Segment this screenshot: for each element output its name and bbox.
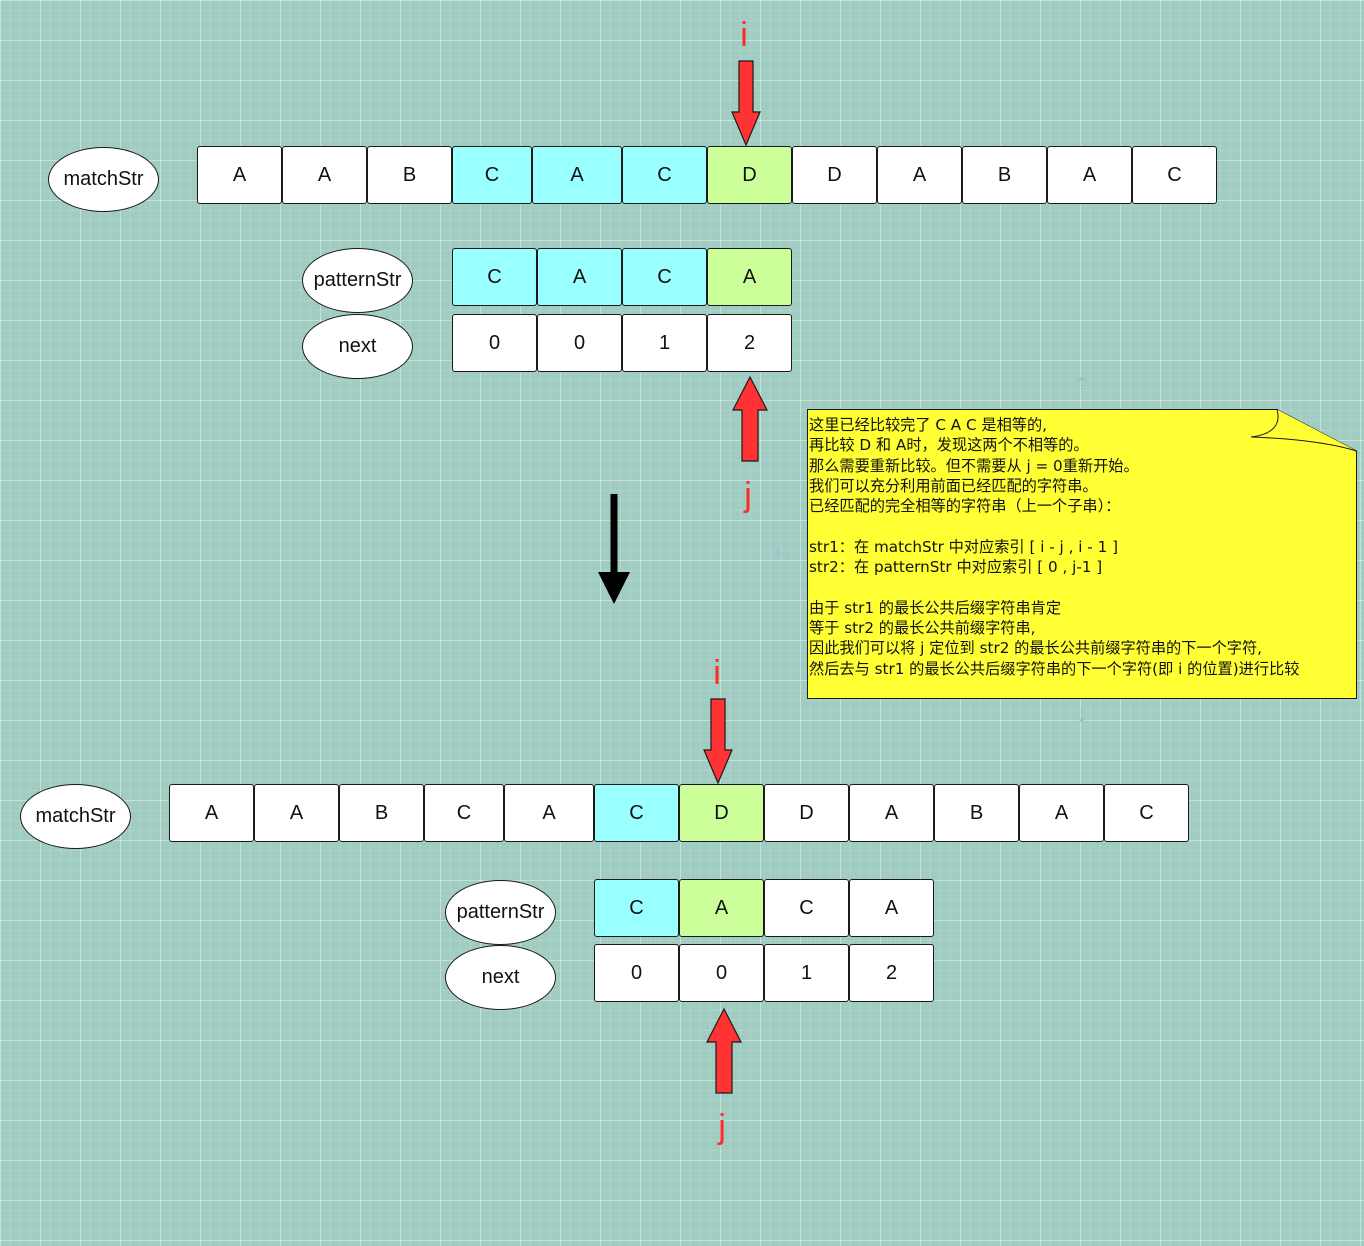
top-patternstr-label: patternStr	[302, 248, 413, 313]
bottom-matchstr-cell: A	[849, 784, 934, 842]
top-matchstr-cell: C	[1132, 146, 1217, 204]
bottom-matchstr-cell: D	[679, 784, 764, 842]
top-matchstr-cell: B	[367, 146, 452, 204]
note-line: 等于 str2 的最长公共前缀字符串,	[809, 618, 1036, 637]
top-matchstr-cell: D	[792, 146, 877, 204]
bottom-next-cell: 2	[849, 944, 934, 1002]
top-j-label: j	[744, 476, 752, 514]
note-line: str2：在 patternStr 中对应索引 [ 0 , j-1 ]	[809, 558, 1103, 577]
bottom-i-arrow-icon	[703, 698, 733, 785]
note-line: 那么需要重新比较。但不需要从 j = 0重新开始。	[809, 456, 1139, 475]
note-line: 已经匹配的完全相等的字符串（上一个子串）：	[809, 497, 1121, 516]
bottom-matchstr-cell: A	[1019, 784, 1104, 842]
bottom-matchstr-cell: A	[504, 784, 594, 842]
top-i-label: i	[740, 16, 748, 54]
note-line: 由于 str1 的最长公共后缀字符串肯定	[809, 598, 1062, 617]
bottom-next-cell: 1	[764, 944, 849, 1002]
top-i-arrow-icon	[731, 60, 761, 147]
bottom-next-label: next	[445, 945, 556, 1010]
note-line	[809, 577, 1355, 597]
note-line: 再比较 D 和 A时，发现这两个不相等的。	[809, 436, 1089, 455]
top-patternstr-cell: A	[537, 248, 622, 306]
bottom-matchstr-cell: A	[254, 784, 339, 842]
top-matchstr-cell: C	[622, 146, 707, 204]
top-matchstr-cell: A	[532, 146, 622, 204]
note-shape	[807, 409, 1357, 699]
ghost-arrow-down-icon: ⇣	[1074, 706, 1090, 726]
note-line: str1：在 matchStr 中对应索引 [ i - j , i - 1 ]	[809, 537, 1119, 556]
bottom-matchstr-cell: C	[424, 784, 504, 842]
note-line: 这里已经比较完了 C A C 是相等的,	[809, 416, 1047, 434]
top-next-cell: 0	[452, 314, 537, 372]
top-matchstr-cell: A	[1047, 146, 1132, 204]
bottom-patternstr-cell: A	[679, 879, 764, 937]
top-next-cell: 1	[622, 314, 707, 372]
bottom-next-cell: 0	[679, 944, 764, 1002]
bottom-matchstr-cell: B	[339, 784, 424, 842]
top-matchstr-cell: A	[877, 146, 962, 204]
top-next-label: next	[302, 314, 413, 379]
note-line: 然后去与 str1 的最长公共后缀字符串的下一个字符(即 i 的位置)进行比较	[809, 659, 1300, 678]
bottom-matchstr-label: matchStr	[20, 784, 131, 849]
ghost-arrow-up-icon: ⇡	[1074, 374, 1090, 394]
ghost-arrow-left-icon: ⇠	[774, 543, 790, 563]
bottom-j-label: j	[718, 1108, 726, 1146]
top-matchstr-cell: A	[282, 146, 367, 204]
bottom-next-cell: 0	[594, 944, 679, 1002]
top-patternstr-cell: C	[452, 248, 537, 306]
bottom-patternstr-cell: C	[764, 879, 849, 937]
bottom-matchstr-cell: D	[764, 784, 849, 842]
top-next-cell: 2	[707, 314, 792, 372]
top-j-arrow-icon	[732, 375, 768, 462]
top-matchstr-cell: B	[962, 146, 1047, 204]
top-matchstr-label: matchStr	[48, 147, 159, 212]
bottom-patternstr-label: patternStr	[445, 880, 556, 945]
bottom-matchstr-cell: A	[169, 784, 254, 842]
explanation-note: 这里已经比较完了 C A C 是相等的, 再比较 D 和 A时，发现这两个不相等的…	[807, 409, 1357, 699]
note-text: 这里已经比较完了 C A C 是相等的, 再比较 D 和 A时，发现这两个不相等的…	[809, 415, 1355, 679]
transition-arrow-icon	[598, 494, 630, 604]
bottom-matchstr-cell: C	[594, 784, 679, 842]
top-next-cell: 0	[537, 314, 622, 372]
top-patternstr-cell: A	[707, 248, 792, 306]
bottom-i-label: i	[713, 654, 721, 692]
top-matchstr-cell: A	[197, 146, 282, 204]
bottom-matchstr-cell: B	[934, 784, 1019, 842]
bottom-patternstr-cell: A	[849, 879, 934, 937]
bottom-j-arrow-icon	[706, 1007, 742, 1094]
top-patternstr-cell: C	[622, 248, 707, 306]
bottom-matchstr-cell: C	[1104, 784, 1189, 842]
note-line: 我们可以充分利用前面已经匹配的字符串。	[809, 476, 1098, 495]
note-line	[809, 516, 1355, 536]
bottom-patternstr-cell: C	[594, 879, 679, 937]
top-matchstr-cell: C	[452, 146, 532, 204]
note-line: 因此我们可以将 j 定位到 str2 的最长公共前缀字符串的下一个字符,	[809, 639, 1263, 658]
top-matchstr-cell: D	[707, 146, 792, 204]
